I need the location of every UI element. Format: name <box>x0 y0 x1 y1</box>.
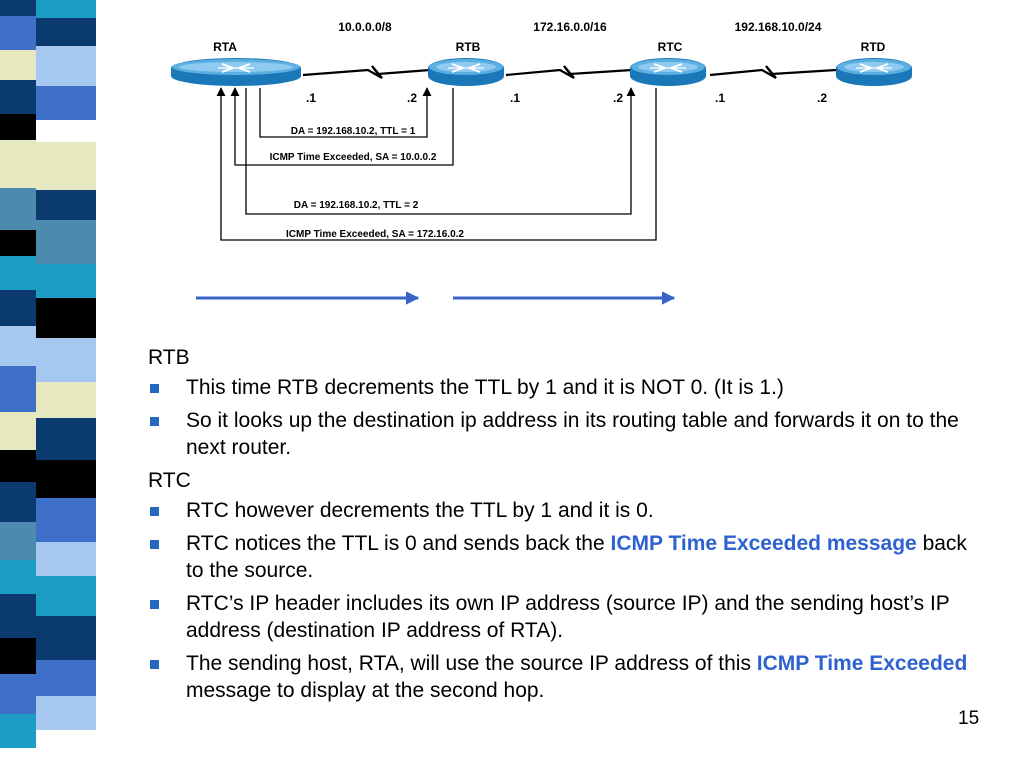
router-label-rtc: RTC <box>658 40 683 54</box>
interface-label: .1 <box>715 91 725 105</box>
packet-path-ttl2 <box>245 87 636 215</box>
bullet-item: RTC’s IP header includes its own IP addr… <box>148 590 978 644</box>
network-label: 172.16.0.0/16 <box>533 20 607 34</box>
router-icon <box>428 58 504 86</box>
page-number: 15 <box>958 708 980 729</box>
strip-block <box>0 450 36 482</box>
router-icon <box>171 58 301 86</box>
strip-block <box>0 560 36 594</box>
strip-block <box>0 522 36 560</box>
bullet-list-rtc: RTC however decrements the TTL by 1 and … <box>148 497 978 704</box>
strip-block <box>36 498 96 542</box>
serial-link-icon <box>302 65 431 79</box>
interface-label: .1 <box>306 91 316 105</box>
icmp-reply-path-rtb <box>230 87 454 166</box>
section-heading-rtc: RTC <box>148 469 191 492</box>
strip-block <box>0 714 36 748</box>
bullet-list-rtb: This time RTB decrements the TTL by 1 an… <box>148 374 978 461</box>
strip-block <box>36 542 96 576</box>
router-icon <box>630 58 706 86</box>
serial-link-icon <box>709 65 837 79</box>
strip-block <box>36 660 96 696</box>
strip-block <box>36 576 96 616</box>
strip-block <box>0 674 36 714</box>
strip-block <box>36 338 96 382</box>
strip-block <box>36 382 96 418</box>
strip-block <box>36 18 96 46</box>
serial-link-icon <box>505 65 633 79</box>
strip-block <box>0 366 36 412</box>
strip-block <box>36 460 96 498</box>
interface-label: .2 <box>613 91 623 105</box>
interface-label: .1 <box>510 91 520 105</box>
message-label: ICMP Time Exceeded, SA = 172.16.0.2 <box>286 229 464 240</box>
network-label: 10.0.0.0/8 <box>338 20 392 34</box>
bullet-square-icon <box>150 507 159 516</box>
strip-block <box>36 142 96 190</box>
bullet-square-icon <box>150 540 159 549</box>
strip-block <box>0 188 36 230</box>
strip-block <box>36 0 96 18</box>
strip-block <box>36 264 96 298</box>
section-heading-rtb: RTB <box>148 346 190 369</box>
strip-block <box>36 120 96 142</box>
network-label: 192.168.10.0/24 <box>735 20 822 34</box>
message-label: ICMP Time Exceeded, SA = 10.0.0.2 <box>270 152 437 163</box>
highlight-text: ICMP Time Exceeded <box>756 652 968 675</box>
strip-block <box>0 594 36 638</box>
strip-block <box>0 0 36 16</box>
bullet-square-icon <box>150 417 159 426</box>
strip-block <box>0 140 36 188</box>
bullet-square-icon <box>150 660 159 669</box>
strip-block <box>0 16 36 50</box>
router-label-rta: RTA <box>213 40 237 54</box>
strip-block <box>0 256 36 290</box>
bullet-item: RTC however decrements the TTL by 1 and … <box>148 497 978 524</box>
strip-block <box>36 696 96 730</box>
strip-block <box>36 298 96 338</box>
strip-block <box>0 290 36 326</box>
strip-block <box>36 220 96 264</box>
router-label-rtd: RTD <box>861 40 886 54</box>
strip-block <box>0 326 36 366</box>
strip-block <box>0 638 36 674</box>
strip-block <box>36 418 96 460</box>
bullet-item: The sending host, RTA, will use the sour… <box>148 650 978 704</box>
decorative-side-strip <box>0 0 100 768</box>
icmp-reply-path-rtc <box>216 87 657 241</box>
bullet-item: This time RTB decrements the TTL by 1 an… <box>148 374 978 401</box>
interface-label: .2 <box>817 91 827 105</box>
strip-block <box>0 230 36 256</box>
interface-label: .2 <box>407 91 417 105</box>
slide-body: RTB This time RTB decrements the TTL by … <box>148 344 978 710</box>
strip-block <box>36 46 96 86</box>
router-icon <box>836 58 912 86</box>
bullet-item: So it looks up the destination ip addres… <box>148 407 978 461</box>
strip-block <box>0 482 36 522</box>
strip-block <box>0 80 36 114</box>
strip-block <box>36 190 96 220</box>
strip-block <box>0 114 36 140</box>
strip-block <box>0 412 36 450</box>
message-label: DA = 192.168.10.2, TTL = 1 <box>291 126 416 137</box>
strip-block <box>36 86 96 120</box>
bullet-square-icon <box>150 384 159 393</box>
network-diagram: 10.0.0.0/8 172.16.0.0/16 192.168.10.0/24… <box>171 20 912 305</box>
packet-path-ttl1 <box>259 87 432 138</box>
strip-block <box>0 50 36 80</box>
strip-block <box>36 616 96 660</box>
router-label-rtb: RTB <box>456 40 481 54</box>
bullet-square-icon <box>150 600 159 609</box>
bullet-item: RTC notices the TTL is 0 and sends back … <box>148 530 978 584</box>
highlight-text: ICMP Time Exceeded message <box>610 532 917 555</box>
message-label: DA = 192.168.10.2, TTL = 2 <box>294 200 419 211</box>
